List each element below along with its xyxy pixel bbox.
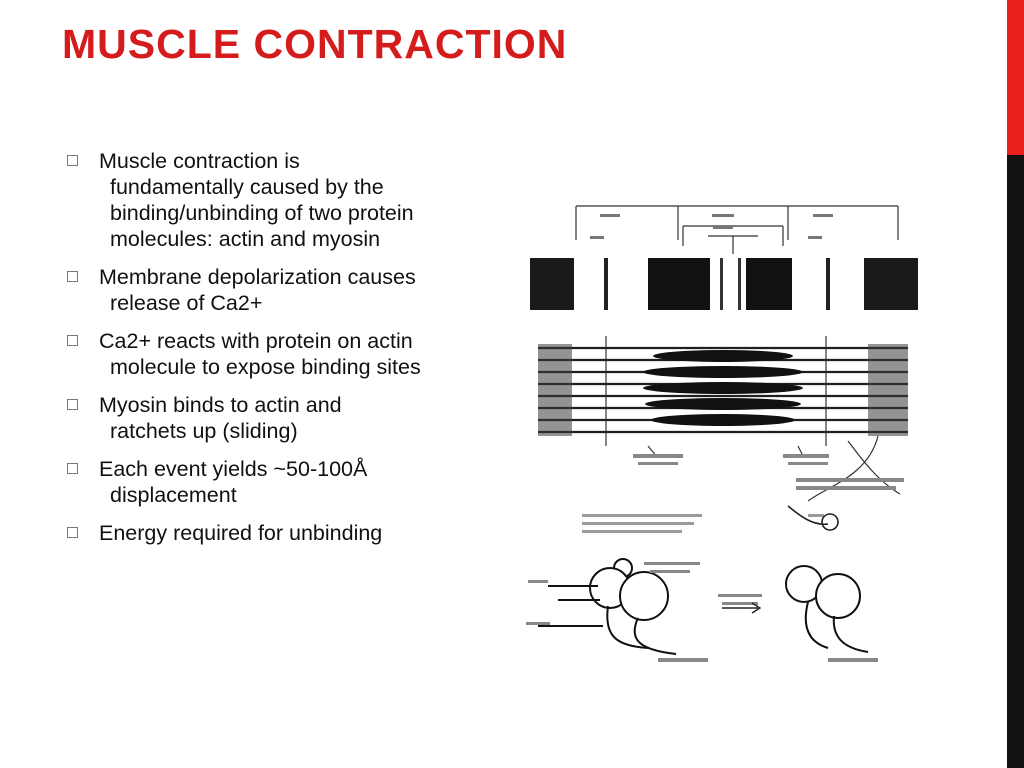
bullet-square-icon [67,155,78,166]
bullet-list: Muscle contraction is fundamentally caus… [62,148,424,558]
bullet-item: Muscle contraction is fundamentally caus… [62,148,424,252]
bullet-square-icon [67,335,78,346]
bullet-item: Each event yields ~50-100Å displacement [62,456,424,508]
sarcomere-diagram [508,196,928,678]
bullet-square-icon [67,463,78,474]
bullet-square-icon [67,399,78,410]
bullet-item: Myosin binds to actin and ratchets up (s… [62,392,424,444]
accent-bar-red [1007,0,1024,155]
bullet-item: Membrane depolarization causes release o… [62,264,424,316]
striation-band [530,258,918,310]
bullet-text: Each event yields ~50-100Å displacement [99,457,368,507]
cross-bridge-labels [582,514,824,533]
bullet-square-icon [67,271,78,282]
bullet-text: Muscle contraction is fundamentally caus… [99,149,414,251]
band-label-brackets [575,205,899,254]
accent-bar-dark [1007,155,1024,768]
slide-title: MUSCLE CONTRACTION [62,21,568,67]
bullet-text: Energy required for unbinding [99,521,383,545]
bullet-text: Myosin binds to actin and ratchets up (s… [99,393,342,443]
myosin-heads [589,558,861,621]
bullet-item: Ca2+ reacts with protein on actin molecu… [62,328,424,380]
sarcomere-illustration [526,205,918,662]
bullet-text: Ca2+ reacts with protein on actin molecu… [99,329,421,379]
bullet-square-icon [67,527,78,538]
bullet-item: Energy required for unbinding [62,520,424,546]
bullet-text: Membrane depolarization causes release o… [99,265,416,315]
thick-filaments [538,344,908,436]
